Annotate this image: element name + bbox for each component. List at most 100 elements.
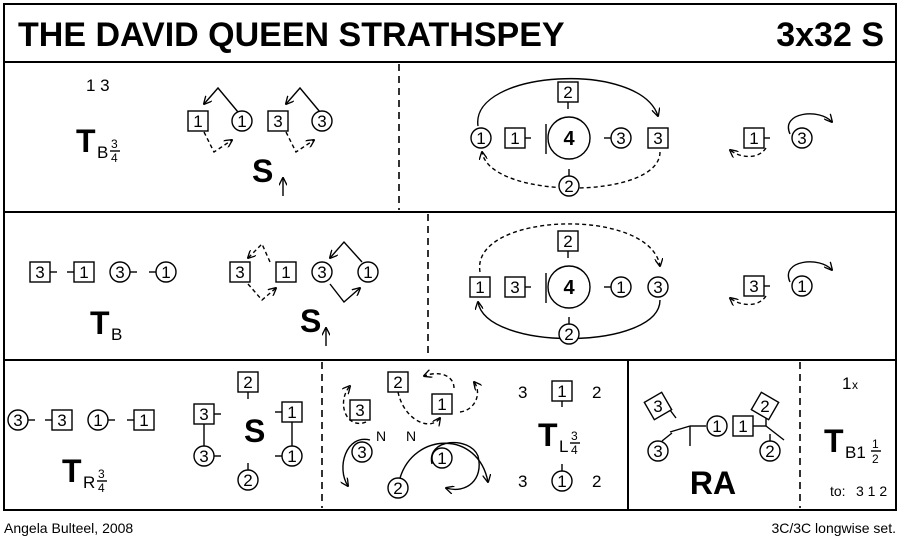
man-1 [187, 110, 209, 132]
symbol-both-hands: B [111, 325, 122, 344]
woman-number: 3 [357, 443, 366, 462]
woman-number: 3 [199, 447, 208, 466]
path-arrow [399, 442, 488, 482]
symbol-right-hand: R [83, 473, 95, 492]
figure-1-set-and-turn: 1 3 T B 3 4 1 1 3 3 S [76, 76, 333, 196]
woman-number: 1 [797, 277, 806, 296]
position-number: 2 [592, 472, 601, 491]
woman-number: 1 [476, 129, 485, 148]
woman-1 [357, 261, 379, 283]
fraction-bottom: 4 [111, 151, 118, 165]
woman-number: 1 [287, 447, 296, 466]
path-arrow [459, 382, 478, 413]
man-number: 3 [355, 401, 364, 420]
man-3 [349, 399, 371, 421]
symbol-turn: T [538, 417, 558, 453]
couple-number: 4 [563, 128, 575, 150]
path-arrow [330, 240, 363, 263]
fraction-top: 1 [872, 437, 879, 451]
couple-number: 4 [563, 277, 575, 299]
figure-7-reels: 2 3 1 N N 3 1 2 3 1 2 T L 3 4 3 1 2 [343, 372, 601, 499]
man-number: 1 [557, 382, 566, 401]
symbol-rights-and-lefts: RA [690, 465, 736, 501]
man-number: 3 [199, 405, 208, 424]
woman-3 [610, 127, 632, 149]
path-arrow [203, 131, 232, 154]
man-number: 2 [760, 397, 769, 416]
man-1 [275, 261, 297, 283]
woman-number: 3 [13, 411, 22, 430]
man-number: 1 [193, 112, 202, 131]
woman-1 [706, 415, 728, 437]
symbol-left-hand: L [559, 437, 568, 456]
woman-number: 1 [616, 278, 625, 297]
man-3 [267, 110, 289, 132]
woman-number: 2 [564, 177, 573, 196]
man-3 [647, 127, 669, 149]
symbol-turn: T [76, 123, 96, 159]
woman-number: 1 [161, 263, 170, 282]
woman-number: 1 [437, 449, 446, 468]
woman-number: 3 [616, 129, 625, 148]
woman-number: 2 [243, 471, 252, 490]
man-number: 1 [475, 278, 484, 297]
path-arrow [730, 147, 767, 157]
figures-frame [3, 61, 897, 511]
couple-4 [547, 116, 591, 160]
dance-format: 3x32 S [776, 16, 884, 54]
path-arrow [343, 438, 371, 486]
woman-1 [470, 127, 492, 149]
path-arrow [204, 86, 239, 113]
fraction-top: 3 [111, 137, 118, 151]
author-credit: Angela Bulteel, 2008 [4, 520, 134, 536]
path-arrow [430, 441, 480, 490]
figure-3-set-and-turn: 3 1 3 1 T B 3 1 3 1 S [29, 240, 379, 346]
man-2 [750, 391, 780, 421]
man-number: 1 [749, 129, 758, 148]
woman-3 [791, 127, 813, 149]
woman-3 [647, 276, 669, 298]
fraction-top: 3 [571, 429, 578, 443]
nearer-hand-mark: N [376, 428, 386, 444]
woman-number: 1 [237, 112, 246, 131]
symbol-turn: T [62, 453, 82, 489]
fraction-bottom: 4 [98, 481, 105, 495]
position-number: 3 [518, 472, 527, 491]
man-number: 1 [79, 263, 88, 282]
woman-3 [311, 110, 333, 132]
man-number: 3 [235, 263, 244, 282]
set-info: 3C/3C longwise set. [771, 520, 896, 536]
position-number: 3 [518, 383, 527, 402]
woman-number: 3 [317, 263, 326, 282]
woman-1 [610, 276, 632, 298]
connecting-line [765, 425, 785, 441]
woman-2 [387, 477, 409, 499]
nearer-hand-mark: N [406, 428, 416, 444]
man-1 [469, 276, 491, 298]
figure-5-turn-right: 3 3 1 1 T R 3 4 [7, 409, 155, 495]
man-number: 1 [139, 411, 148, 430]
path-arrow [286, 86, 321, 113]
start-positions-label: 1 3 [86, 76, 110, 95]
woman-number: 1 [712, 417, 721, 436]
figure-6-set-in-lines: 2 3 3 S 1 1 2 [193, 371, 303, 491]
figure-4-circle-round: 1 3 4 2 2 1 3 3 1 [469, 223, 832, 345]
path-arrow [479, 223, 660, 273]
man-number: 3 [273, 112, 282, 131]
cross-mark: x [852, 378, 858, 392]
path-arrow [477, 78, 658, 127]
symbol-turn: T [90, 305, 110, 341]
woman-number: 1 [363, 263, 372, 282]
woman-number: 3 [653, 442, 662, 461]
woman-number: 1 [557, 472, 566, 491]
woman-1 [231, 110, 253, 132]
woman-3 [311, 261, 333, 283]
man-3 [643, 391, 673, 421]
woman-number: 3 [797, 129, 806, 148]
connecting-line [669, 425, 691, 433]
woman-number: 2 [393, 479, 402, 498]
man-number: 3 [57, 411, 66, 430]
man-number: 1 [738, 417, 747, 436]
path-arrow [787, 261, 832, 283]
symbol-both-hands: B1 [845, 443, 866, 462]
